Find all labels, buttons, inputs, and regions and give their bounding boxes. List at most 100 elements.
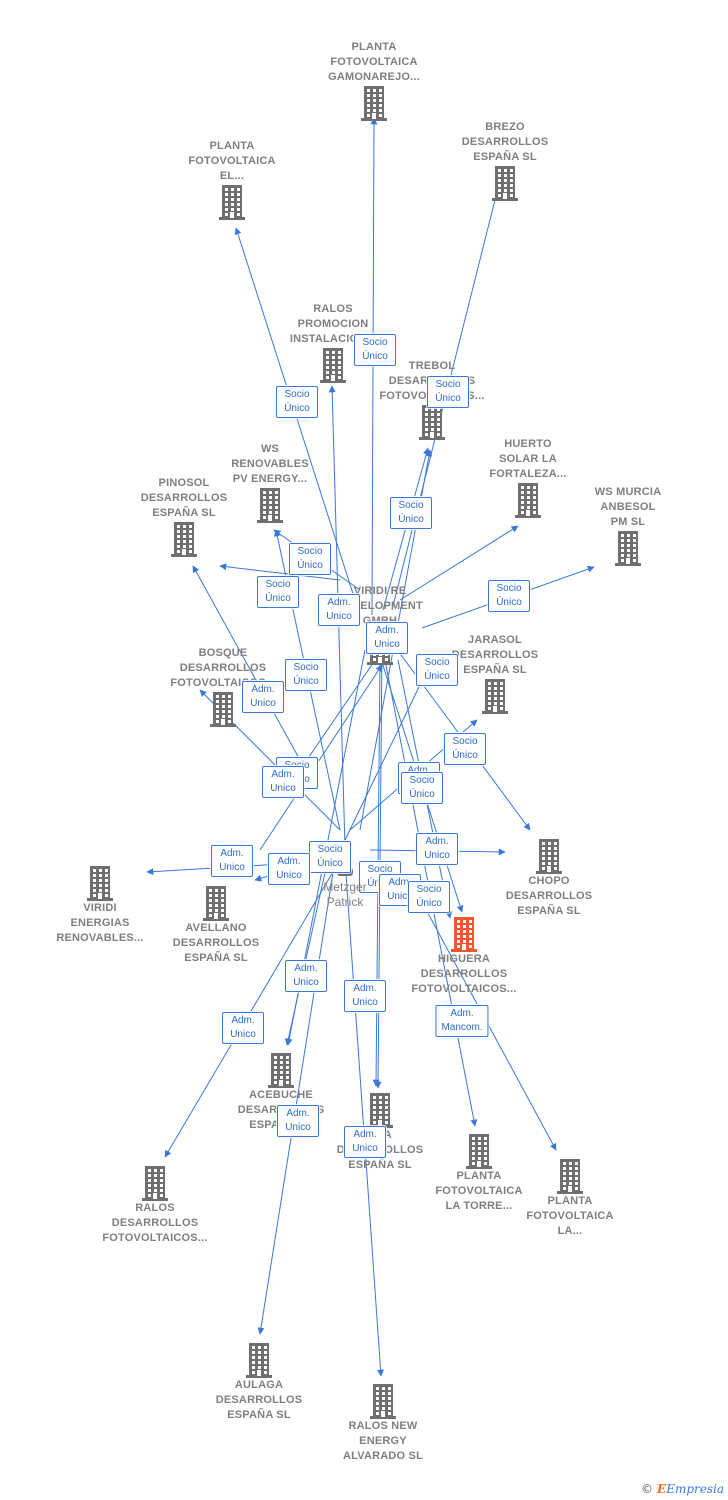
building-icon: [313, 1383, 453, 1419]
company-label: JARASOL DESARROLLOS ESPAÑA SL: [451, 634, 539, 676]
building-icon: [162, 184, 302, 220]
company-node-la[interactable]: PLANTA FOTOVOLTAICA LA...: [500, 1158, 640, 1239]
relation-badge-adm[interactable]: Adm. Unico: [344, 980, 386, 1012]
relation-badge-adm[interactable]: Adm. Unico: [344, 1126, 386, 1158]
relation-badge-mancom[interactable]: Adm. Mancom.: [435, 1005, 489, 1037]
relation-badge-adm[interactable]: Adm. Unico: [416, 833, 458, 865]
center-person-label[interactable]: Metzger Patrick: [323, 880, 367, 909]
company-node-higuera[interactable]: HIGUERA DESARROLLOS FOTOVOLTAICOS...: [394, 916, 534, 997]
company-node-huerto[interactable]: HUERTO SOLAR LA FORTALEZA...: [458, 437, 598, 518]
edge-line: [219, 563, 341, 581]
company-node-torre[interactable]: PLANTA FOTOVOLTAICA LA TORRE...: [409, 1133, 549, 1214]
company-node-aulaga[interactable]: AULAGA DESARROLLOS ESPAÑA SL: [189, 1342, 329, 1423]
company-node-avellano[interactable]: AVELLANO DESARROLLOS ESPAÑA SL: [146, 885, 286, 966]
building-icon: [30, 865, 170, 901]
building-icon: [435, 165, 575, 201]
company-label: PLANTA FOTOVOLTAICA LA...: [526, 1195, 614, 1237]
building-icon: [310, 1092, 450, 1128]
relation-badge-adm[interactable]: Adm. Unico: [211, 845, 253, 877]
building-icon: [153, 691, 293, 727]
relation-badge-adm[interactable]: Adm. Unico: [366, 622, 408, 654]
company-label: WS MURCIA ANBESOL PM SL: [594, 486, 662, 528]
edge-line: [299, 649, 383, 771]
company-label: AVELLANO DESARROLLOS ESPAÑA SL: [172, 922, 260, 964]
company-node-ralosnew[interactable]: RALOS NEW ENERGY ALVARADO SL: [313, 1383, 453, 1464]
company-node-brezo[interactable]: BREZO DESARROLLOS ESPAÑA SL: [435, 120, 575, 201]
company-node-ralosdes[interactable]: RALOS DESARROLLOS FOTOVOLTAICOS...: [85, 1165, 225, 1246]
company-node-gamonarejo[interactable]: PLANTA FOTOVOLTAICA GAMONAREJO...: [304, 40, 444, 121]
company-node-chopo[interactable]: CHOPO DESARROLLOS ESPAÑA SL: [479, 838, 619, 919]
relation-badge-adm[interactable]: Adm. Unico: [242, 681, 284, 713]
company-label: VIRIDI ENERGIAS RENOVABLES...: [56, 902, 144, 944]
relation-badge-adm[interactable]: Adm. Unico: [379, 874, 421, 906]
company-label: PLANTA FOTOVOLTAICA GAMONAREJO...: [328, 41, 420, 83]
building-icon: [479, 838, 619, 874]
company-label: RALOS DESARROLLOS FOTOVOLTAICOS...: [102, 1202, 208, 1244]
company-label: BREZO DESARROLLOS ESPAÑA SL: [461, 121, 549, 163]
building-icon: [500, 1158, 640, 1194]
building-icon: [211, 1052, 351, 1088]
relation-badge-socio[interactable]: Socio Único: [427, 376, 469, 408]
building-icon: [558, 530, 698, 566]
company-label: BOSQUE DESARROLLOS FOTOVOLTAICOS...: [170, 647, 276, 689]
company-node-viridiener[interactable]: VIRIDI ENERGIAS RENOVABLES...: [30, 865, 170, 946]
edge-line: [344, 659, 433, 841]
relation-badge-socio[interactable]: Socio Único: [444, 733, 486, 765]
company-label: WS RENOVABLES PV ENERGY...: [231, 443, 309, 485]
edge-line: [259, 664, 383, 851]
building-icon: [200, 487, 340, 523]
relation-badge-adm[interactable]: Adm. Unico: [285, 960, 327, 992]
relation-badge-adm[interactable]: Adm. Unico: [268, 853, 310, 885]
company-label: PLANTA FOTOVOLTAICA EL...: [188, 140, 276, 182]
edge-line: [382, 447, 430, 611]
building-icon: [189, 1342, 329, 1378]
relation-badge-socio[interactable]: Socio Único: [488, 580, 530, 612]
edge-line: [257, 859, 336, 1335]
relation-badge-socio[interactable]: Socio Único: [285, 659, 327, 691]
company-label: CHOPO DESARROLLOS ESPAÑA SL: [505, 875, 593, 917]
company-node-jarasol[interactable]: JARASOL DESARROLLOS ESPAÑA SL: [425, 633, 565, 714]
company-node-el[interactable]: PLANTA FOTOVOLTAICA EL...: [162, 139, 302, 220]
edge-line: [192, 565, 301, 761]
brand-name: Empresia: [666, 1482, 724, 1496]
relation-badge-adm[interactable]: Adm. Unico: [277, 1105, 319, 1137]
relation-badge-socio[interactable]: Socio Único: [390, 497, 432, 529]
relation-badge-socio[interactable]: Socio Único: [257, 576, 299, 608]
relation-badge-socio[interactable]: Socio Único: [354, 334, 396, 366]
building-icon: [85, 1165, 225, 1201]
edge-line: [344, 859, 385, 1377]
relation-badge-socio[interactable]: Socio Único: [276, 386, 318, 418]
building-icon: [409, 1133, 549, 1169]
edge-line: [370, 117, 378, 616]
company-label: PINOSOL DESARROLLOS ESPAÑA SL: [140, 477, 228, 519]
building-icon: [362, 404, 502, 440]
building-icon: [304, 85, 444, 121]
building-icon: [146, 885, 286, 921]
building-icon: [263, 347, 403, 383]
building-icon: [458, 482, 598, 518]
company-label: HUERTO SOLAR LA FORTALEZA...: [489, 438, 567, 480]
relation-badge-adm[interactable]: Adm. Unico: [222, 1012, 264, 1044]
company-node-pinosol[interactable]: PINOSOL DESARROLLOS ESPAÑA SL: [114, 476, 254, 557]
company-node-wsmurcia[interactable]: WS MURCIA ANBESOL PM SL: [558, 485, 698, 566]
relation-badge-socio[interactable]: Socio Único: [289, 543, 331, 575]
relation-badge-adm[interactable]: Adm. Unico: [318, 594, 360, 626]
relation-badge-socio[interactable]: Socio Único: [401, 772, 443, 804]
building-icon: [394, 916, 534, 952]
footer-brand[interactable]: ©EEmpresia: [641, 1482, 724, 1496]
company-label: HIGUERA DESARROLLOS FOTOVOLTAICOS...: [411, 953, 517, 995]
company-node-bosque[interactable]: BOSQUE DESARROLLOS FOTOVOLTAICOS...: [153, 646, 293, 727]
building-icon: [425, 678, 565, 714]
edge-line: [399, 525, 519, 601]
company-label: RALOS NEW ENERGY ALVARADO SL: [342, 1420, 423, 1462]
relation-badge-adm[interactable]: Adm. Unico: [262, 766, 304, 798]
building-icon: [114, 521, 254, 557]
company-label: AULAGA DESARROLLOS ESPAÑA SL: [215, 1379, 303, 1421]
company-label: PLANTA FOTOVOLTAICA LA TORRE...: [435, 1170, 523, 1212]
relation-badge-socio[interactable]: Socio Único: [416, 654, 458, 686]
edge-line: [164, 859, 341, 1158]
relation-badge-socio[interactable]: Socio Único: [408, 881, 450, 913]
relation-badge-socio[interactable]: Socio Único: [309, 841, 351, 873]
company-node-wsrenov[interactable]: WS RENOVABLES PV ENERGY...: [200, 442, 340, 523]
